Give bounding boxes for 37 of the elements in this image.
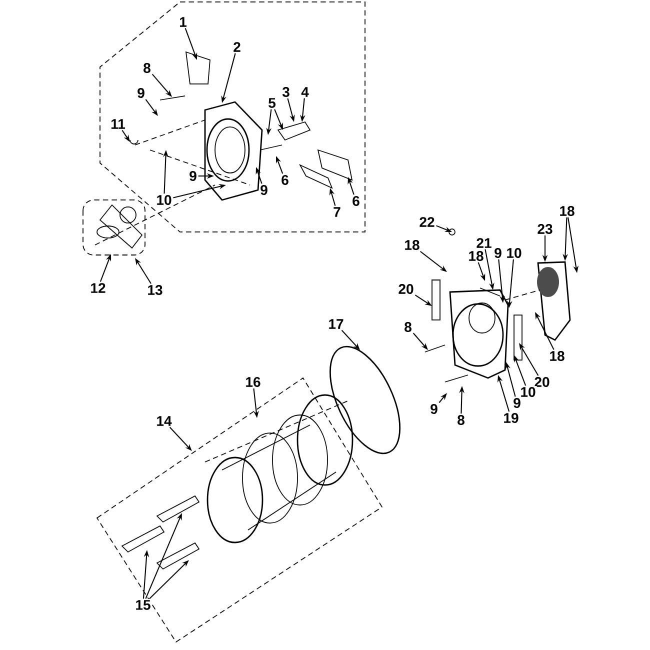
callout-number: 1 [178,16,188,28]
callout-number: 10 [505,246,523,260]
callout-number: 9 [512,396,522,410]
callout-number: 6 [351,194,361,208]
callout-number: 18 [467,250,485,262]
callout-number: 13 [146,284,164,296]
callout-number: 23 [536,222,554,236]
callout-number: 20 [533,376,551,388]
callout-number: 8 [456,414,466,426]
callout-number: 3 [281,86,291,98]
callout-number: 18 [548,350,566,362]
callout-number: 11 [110,118,126,130]
callout-number: 9 [259,184,269,196]
callout-number: 9 [429,402,439,416]
callout-number: 19 [502,412,520,424]
callout-number: 4 [300,86,310,98]
callout-number: 22 [418,216,436,228]
callout-number: 6 [280,174,290,186]
callout-number: 14 [155,415,173,427]
callout-number: 18 [403,238,421,252]
callout-number: 10 [155,194,173,206]
callout-number: 16 [244,376,262,388]
callout-number: 10 [519,386,537,398]
callout-number: 17 [327,318,345,330]
callout-number: 5 [267,97,277,109]
callout-number: 20 [397,282,415,296]
callout-number: 2 [232,41,242,53]
callout-number: 9 [136,86,146,100]
callout-number: 18 [558,204,576,218]
callout-number: 9 [493,246,503,260]
callout-number: 15 [134,599,152,611]
callout-number: 9 [188,170,198,182]
callout-number: 7 [332,206,342,218]
callout-number: 21 [475,237,493,249]
callout-number: 8 [142,62,152,74]
callout-number: 12 [89,282,107,294]
callout-number: 8 [403,320,413,334]
